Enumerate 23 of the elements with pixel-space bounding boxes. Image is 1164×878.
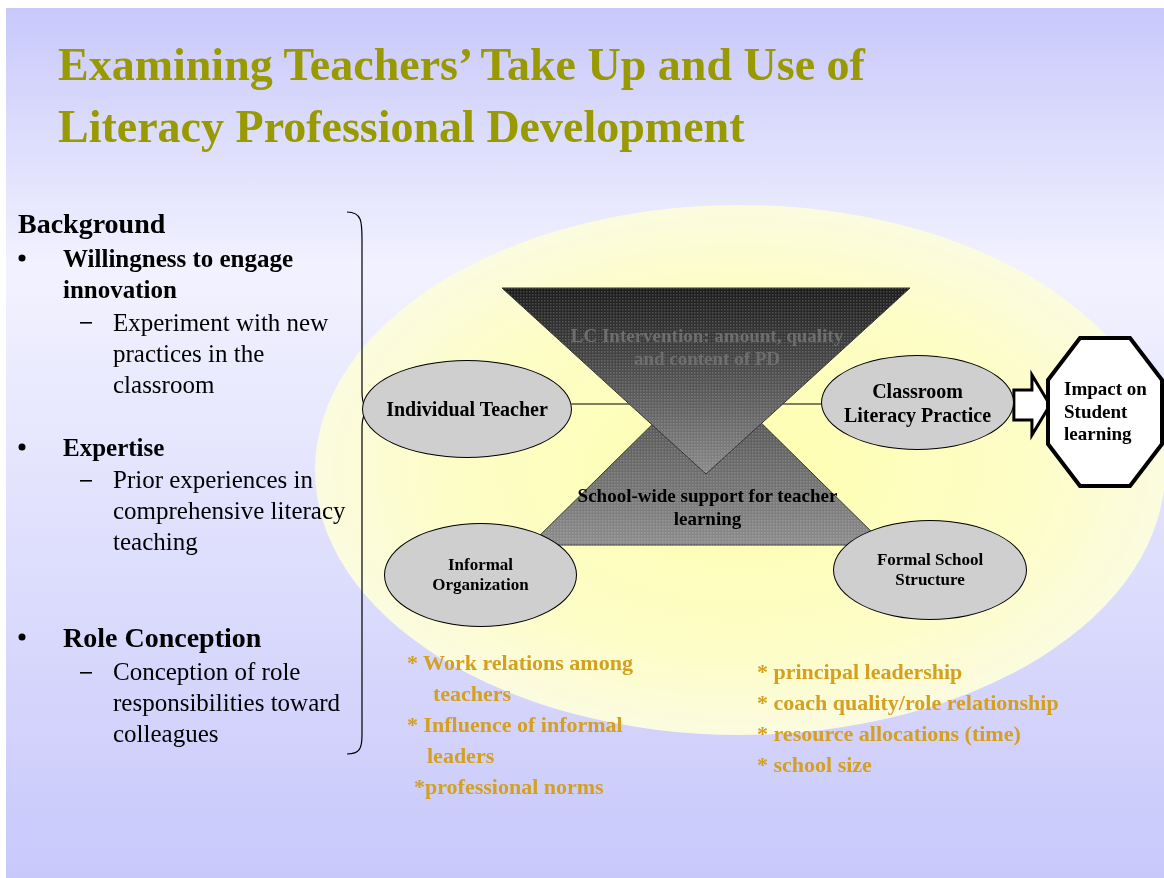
factor-note: *professional norms (414, 773, 605, 801)
node-label: School-wide support for teacher learning (576, 485, 839, 531)
sub-bullet-item: Conception of role responsibilities toward colleagues (113, 657, 342, 749)
node-label: Individual Teacher (385, 397, 549, 421)
node-label: Formal School Structure (875, 549, 985, 591)
node-label: Informal Organization (431, 554, 530, 596)
section-heading: Background (18, 208, 167, 239)
sub-bullet-item: Prior experiences in comprehensive literacy teaching (113, 465, 347, 557)
connector-line (570, 403, 630, 405)
factor-note: * resource allocations (time) (757, 720, 1022, 748)
sub-bullet-item: Experiment with new practices in the classroom (113, 308, 330, 400)
title: Examining Teachers’ Take Up and Use of Literacy Professional Development (58, 38, 867, 154)
factor-note: * coach quality/role relationship (757, 689, 1060, 717)
bullet-item: Willingness to engage innovation (63, 244, 295, 305)
bullet-item: Role Conception (63, 622, 263, 653)
factor-note: * Work relations among teachers (407, 649, 634, 708)
factor-note: * Influence of informal leaders (407, 711, 624, 770)
bullet-item: Expertise (63, 433, 166, 463)
node-label: Impact on Student learning (1064, 377, 1148, 447)
node-label: Classroom Literacy Practice (842, 378, 993, 427)
connector-line (782, 403, 822, 405)
factor-note: * school size (757, 751, 873, 779)
factor-note: * principal leadership (757, 658, 964, 686)
